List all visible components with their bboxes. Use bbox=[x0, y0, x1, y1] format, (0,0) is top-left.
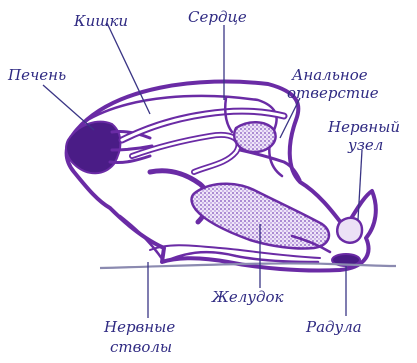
label-ganglion-line1: Нервный bbox=[327, 118, 400, 136]
label-liver: Печень bbox=[7, 66, 66, 84]
label-anus-line1: Анальное bbox=[291, 66, 368, 84]
label-anus-line2: отверстие bbox=[287, 84, 379, 102]
label-heart: Сердце bbox=[188, 8, 247, 26]
label-radula: Радула bbox=[305, 318, 362, 336]
label-stomach: Желудок bbox=[211, 288, 284, 306]
label-intestine: Кишки bbox=[73, 12, 128, 30]
label-nerve-line2: стволы bbox=[110, 338, 172, 356]
label-nerve-line1: Нервные bbox=[103, 318, 175, 336]
label-ganglion-line2: узел bbox=[347, 136, 383, 154]
